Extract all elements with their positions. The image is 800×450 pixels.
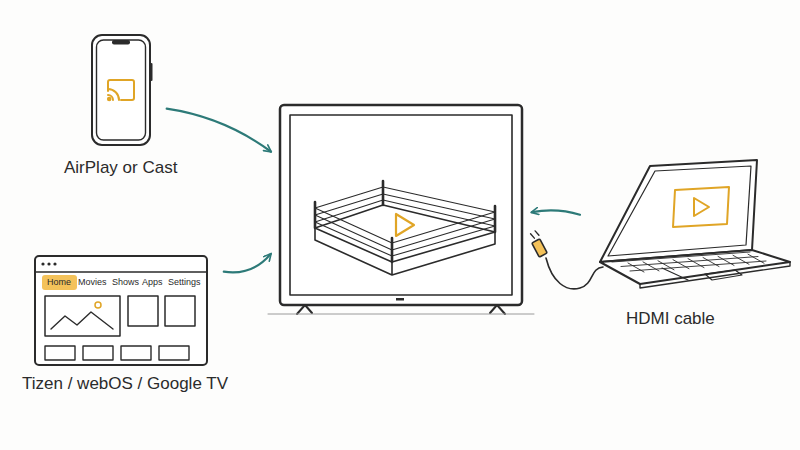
phone-illustration-part — [151, 64, 153, 80]
tv-interface-window-part — [45, 346, 75, 360]
tv-interface-window-part — [121, 346, 151, 360]
tv-interface-window-part — [95, 302, 101, 308]
menu-tab: Shows — [112, 277, 139, 287]
tv-interface-window-part — [47, 262, 50, 265]
tv-illustration-part — [280, 105, 522, 305]
menu-tab: Movies — [78, 277, 107, 287]
laptop-illustration-part — [600, 160, 757, 262]
laptop-illustration-part — [640, 262, 790, 288]
laptop-play-icon-part — [673, 187, 729, 227]
phone-illustration-part — [97, 40, 146, 140]
boxing-ring — [315, 181, 495, 275]
laptop-illustration-part — [662, 268, 688, 280]
laptop-keys-part — [658, 261, 674, 270]
tv-interface-window-part — [51, 312, 113, 329]
laptop-keys-part — [628, 263, 644, 272]
laptop-play-icon — [673, 187, 729, 227]
hdmi-cable-part — [546, 258, 603, 289]
platform-label: Tizen / webOS / Google TV — [22, 374, 228, 394]
boxing-ring-part — [315, 228, 495, 275]
laptop-illustration-part — [600, 250, 790, 284]
active-tab: Home — [42, 275, 77, 290]
flow-arrow — [167, 109, 271, 152]
device-label: AirPlay or Cast — [64, 158, 177, 178]
connection-label: HDMI cable — [626, 309, 715, 329]
tv-interface-window-part — [35, 271, 207, 272]
tv-illustration — [268, 105, 534, 314]
laptop-illustration-part — [705, 270, 742, 280]
boxing-ring-part — [396, 214, 414, 236]
laptop-illustration — [600, 160, 790, 288]
tv-interface-window-part — [53, 262, 56, 265]
boxing-ring-part — [315, 208, 495, 256]
tv-interface-window-part — [83, 346, 113, 360]
cast-icon-part — [108, 98, 111, 101]
menu-tab: Apps — [142, 277, 163, 287]
boxing-ring-part — [315, 181, 495, 262]
tv-interface-window-part — [35, 256, 207, 365]
laptop-keys-part — [733, 255, 749, 264]
flow-arrow — [224, 254, 271, 272]
cast-icon-part — [108, 95, 113, 100]
interface-node: Tizen / webOS / Google TVMoviesShowsApps… — [35, 256, 207, 365]
phone-node: AirPlay or Cast — [92, 35, 150, 145]
tv-interface-window-part — [128, 296, 158, 326]
laptop-keys — [612, 252, 766, 272]
tv-interface-window-part — [41, 262, 44, 265]
flow-arrow — [532, 210, 580, 214]
laptop-keys-part — [688, 259, 704, 268]
tv-illustration-part — [490, 305, 505, 314]
cast-icon — [108, 80, 134, 100]
hdmi-cable-part — [532, 239, 547, 257]
tv-illustration-part — [290, 115, 512, 295]
laptop-node: HDMI cable — [598, 158, 790, 284]
laptop-keys-part — [643, 262, 659, 271]
cast-icon-part — [108, 89, 119, 100]
tv-illustration-part — [297, 305, 312, 314]
tv-node — [280, 105, 522, 305]
tv-interface-window — [35, 256, 207, 365]
cast-icon-part — [108, 80, 134, 100]
laptop-illustration-part — [608, 166, 751, 256]
laptop-keys-part — [703, 258, 719, 267]
laptop-keys-part — [612, 252, 750, 262]
laptop-keys-part — [673, 260, 689, 269]
laptop-keys-part — [718, 256, 734, 265]
hdmi-cable — [530, 230, 603, 288]
tv-interface-window-part — [45, 296, 120, 336]
phone-illustration — [92, 35, 152, 145]
phone-illustration-part — [92, 35, 150, 145]
illustration-part — [35, 35, 790, 365]
phone-illustration-part — [112, 40, 130, 45]
laptop-play-icon-part — [694, 198, 709, 216]
tv-illustration-part — [396, 298, 404, 301]
hdmi-cable-part — [530, 230, 539, 238]
menu-tab: Settings — [168, 277, 201, 287]
tv-illustration-part — [268, 314, 534, 315]
laptop-keys-part — [748, 254, 764, 263]
tv-interface-window-part — [159, 346, 189, 360]
tv-interface-window-part — [165, 296, 195, 326]
menu-tab: Home — [47, 277, 71, 287]
